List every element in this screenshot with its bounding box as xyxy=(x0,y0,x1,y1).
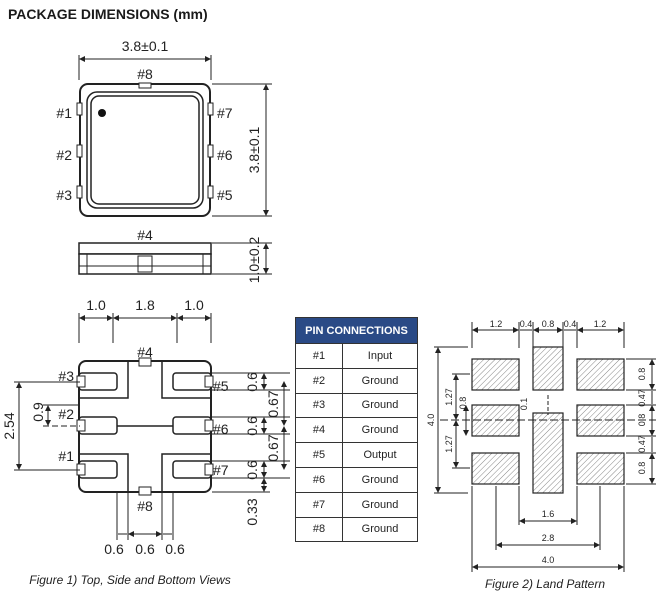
top-width-dim: 3.8±0.1 xyxy=(122,38,169,54)
land-bottom-dim-3: 4.0 xyxy=(542,555,555,565)
pin-number: #7 xyxy=(295,491,343,518)
bottom-dim-left: 1.0 xyxy=(86,297,106,313)
figure1-caption: Figure 1) Top, Side and Bottom Views xyxy=(29,573,230,587)
pin-number: #3 xyxy=(295,392,343,419)
pin-function: Ground xyxy=(342,516,418,543)
top-height-dim: 3.8±0.1 xyxy=(246,126,262,173)
bottom-right-dim-1: 0.6 xyxy=(244,372,260,392)
land-right-dim-3: 0.8 xyxy=(637,414,647,427)
pin-number: #5 xyxy=(295,442,343,468)
land-right-dim-4: 0.47 xyxy=(637,435,647,453)
bottom-right-outer-dim-1: 0.67 xyxy=(265,390,281,417)
side-height-dim: 1.0±0.2 xyxy=(246,236,262,283)
pin1-marker-dot xyxy=(98,109,106,117)
land-left-dim-total: 4.0 xyxy=(426,414,436,427)
land-right-dim-1: 0.8 xyxy=(637,368,647,381)
top-pin-3-label: #3 xyxy=(56,187,72,203)
land-left-dim-pitch-1: 1.27 xyxy=(444,388,454,406)
land-right-dim-2: 0.47 xyxy=(637,389,647,407)
bottom-pin-7-label: #7 xyxy=(213,462,229,478)
land-bottom-dim-1: 1.6 xyxy=(542,509,555,519)
pin-function: Input xyxy=(342,343,418,369)
land-pattern: 1.2 0.4 0.8 0.4 1.2 4.0 1.27 1.27 0.8 0.… xyxy=(426,319,656,572)
pin-number: #1 xyxy=(295,343,343,369)
pin-function: Ground xyxy=(342,392,418,419)
bottom-right-dim-2: 0.6 xyxy=(244,416,260,436)
pin-function: Ground xyxy=(342,367,418,394)
top-pin-2-label: #2 xyxy=(56,147,72,163)
pin-number: #4 xyxy=(295,417,343,444)
figure2-caption: Figure 2) Land Pattern xyxy=(485,577,605,591)
pin-number: #6 xyxy=(295,466,343,493)
bottom-dim-pad-center: 0.6 xyxy=(135,541,155,557)
land-top-dim-2: 0.4 xyxy=(520,319,533,329)
bottom-pin-8-label: #8 xyxy=(137,498,153,514)
pin-connections-header: PIN CONNECTIONS xyxy=(295,317,418,344)
land-top-dim-4: 0.4 xyxy=(564,319,577,329)
bottom-left-dim-pitch: 2.54 xyxy=(1,412,17,439)
bottom-pin-2-label: #2 xyxy=(58,406,74,422)
top-pin-7-label: #7 xyxy=(217,105,233,121)
bottom-right-dim-3: 0.6 xyxy=(244,460,260,480)
pin-function: Ground xyxy=(342,491,418,518)
side-pin-4-label: #4 xyxy=(137,227,153,243)
land-right-dim-5: 0.8 xyxy=(637,462,647,475)
land-bottom-dim-2: 2.8 xyxy=(542,533,555,543)
bottom-left-dim-offset: 0.9 xyxy=(30,402,46,422)
bottom-pin-5-label: #5 xyxy=(213,378,229,394)
pin-function: Ground xyxy=(342,417,418,444)
page-title: PACKAGE DIMENSIONS (mm) xyxy=(8,6,208,22)
pin-number: #8 xyxy=(295,516,343,543)
land-left-dim-pad: 0.8 xyxy=(458,397,468,410)
bottom-dim-right: 1.0 xyxy=(184,297,204,313)
top-pin-6-label: #6 xyxy=(217,147,233,163)
top-view: 3.8±0.1 #8 #1 #2 #3 #7 #6 #5 3.8±0.1 xyxy=(56,38,272,217)
bottom-pin-6-label: #6 xyxy=(213,421,229,437)
bottom-dim-pad-left: 0.6 xyxy=(104,541,124,557)
land-top-dim-5: 1.2 xyxy=(594,319,607,329)
top-pin-5-label: #5 xyxy=(217,187,233,203)
top-pin-8-label: #8 xyxy=(137,66,153,82)
land-left-dim-pitch-2: 1.27 xyxy=(444,435,454,453)
top-pin-1-label: #1 xyxy=(56,105,72,121)
bottom-pin-3-label: #3 xyxy=(58,368,74,384)
bottom-view: 1.0 1.8 1.0 #4 #8 #3 #2 #1 #5 #6 #7 xyxy=(1,297,290,557)
pin-function: Ground xyxy=(342,466,418,493)
bottom-right-outer-dim-2: 0.67 xyxy=(265,434,281,461)
bottom-right-dim-margin: 0.33 xyxy=(244,498,260,525)
land-top-dim-1: 1.2 xyxy=(490,319,503,329)
bottom-dim-pad-right: 0.6 xyxy=(165,541,185,557)
land-center-dim: 0.1 xyxy=(519,398,529,411)
land-top-dim-3: 0.8 xyxy=(542,319,555,329)
bottom-pin-1-label: #1 xyxy=(58,448,74,464)
pin-function: Output xyxy=(342,442,418,468)
pin-number: #2 xyxy=(295,367,343,394)
side-view: #4 1.0±0.2 xyxy=(78,227,272,283)
bottom-dim-center: 1.8 xyxy=(135,297,155,313)
bottom-pin-4-label: #4 xyxy=(137,344,153,360)
